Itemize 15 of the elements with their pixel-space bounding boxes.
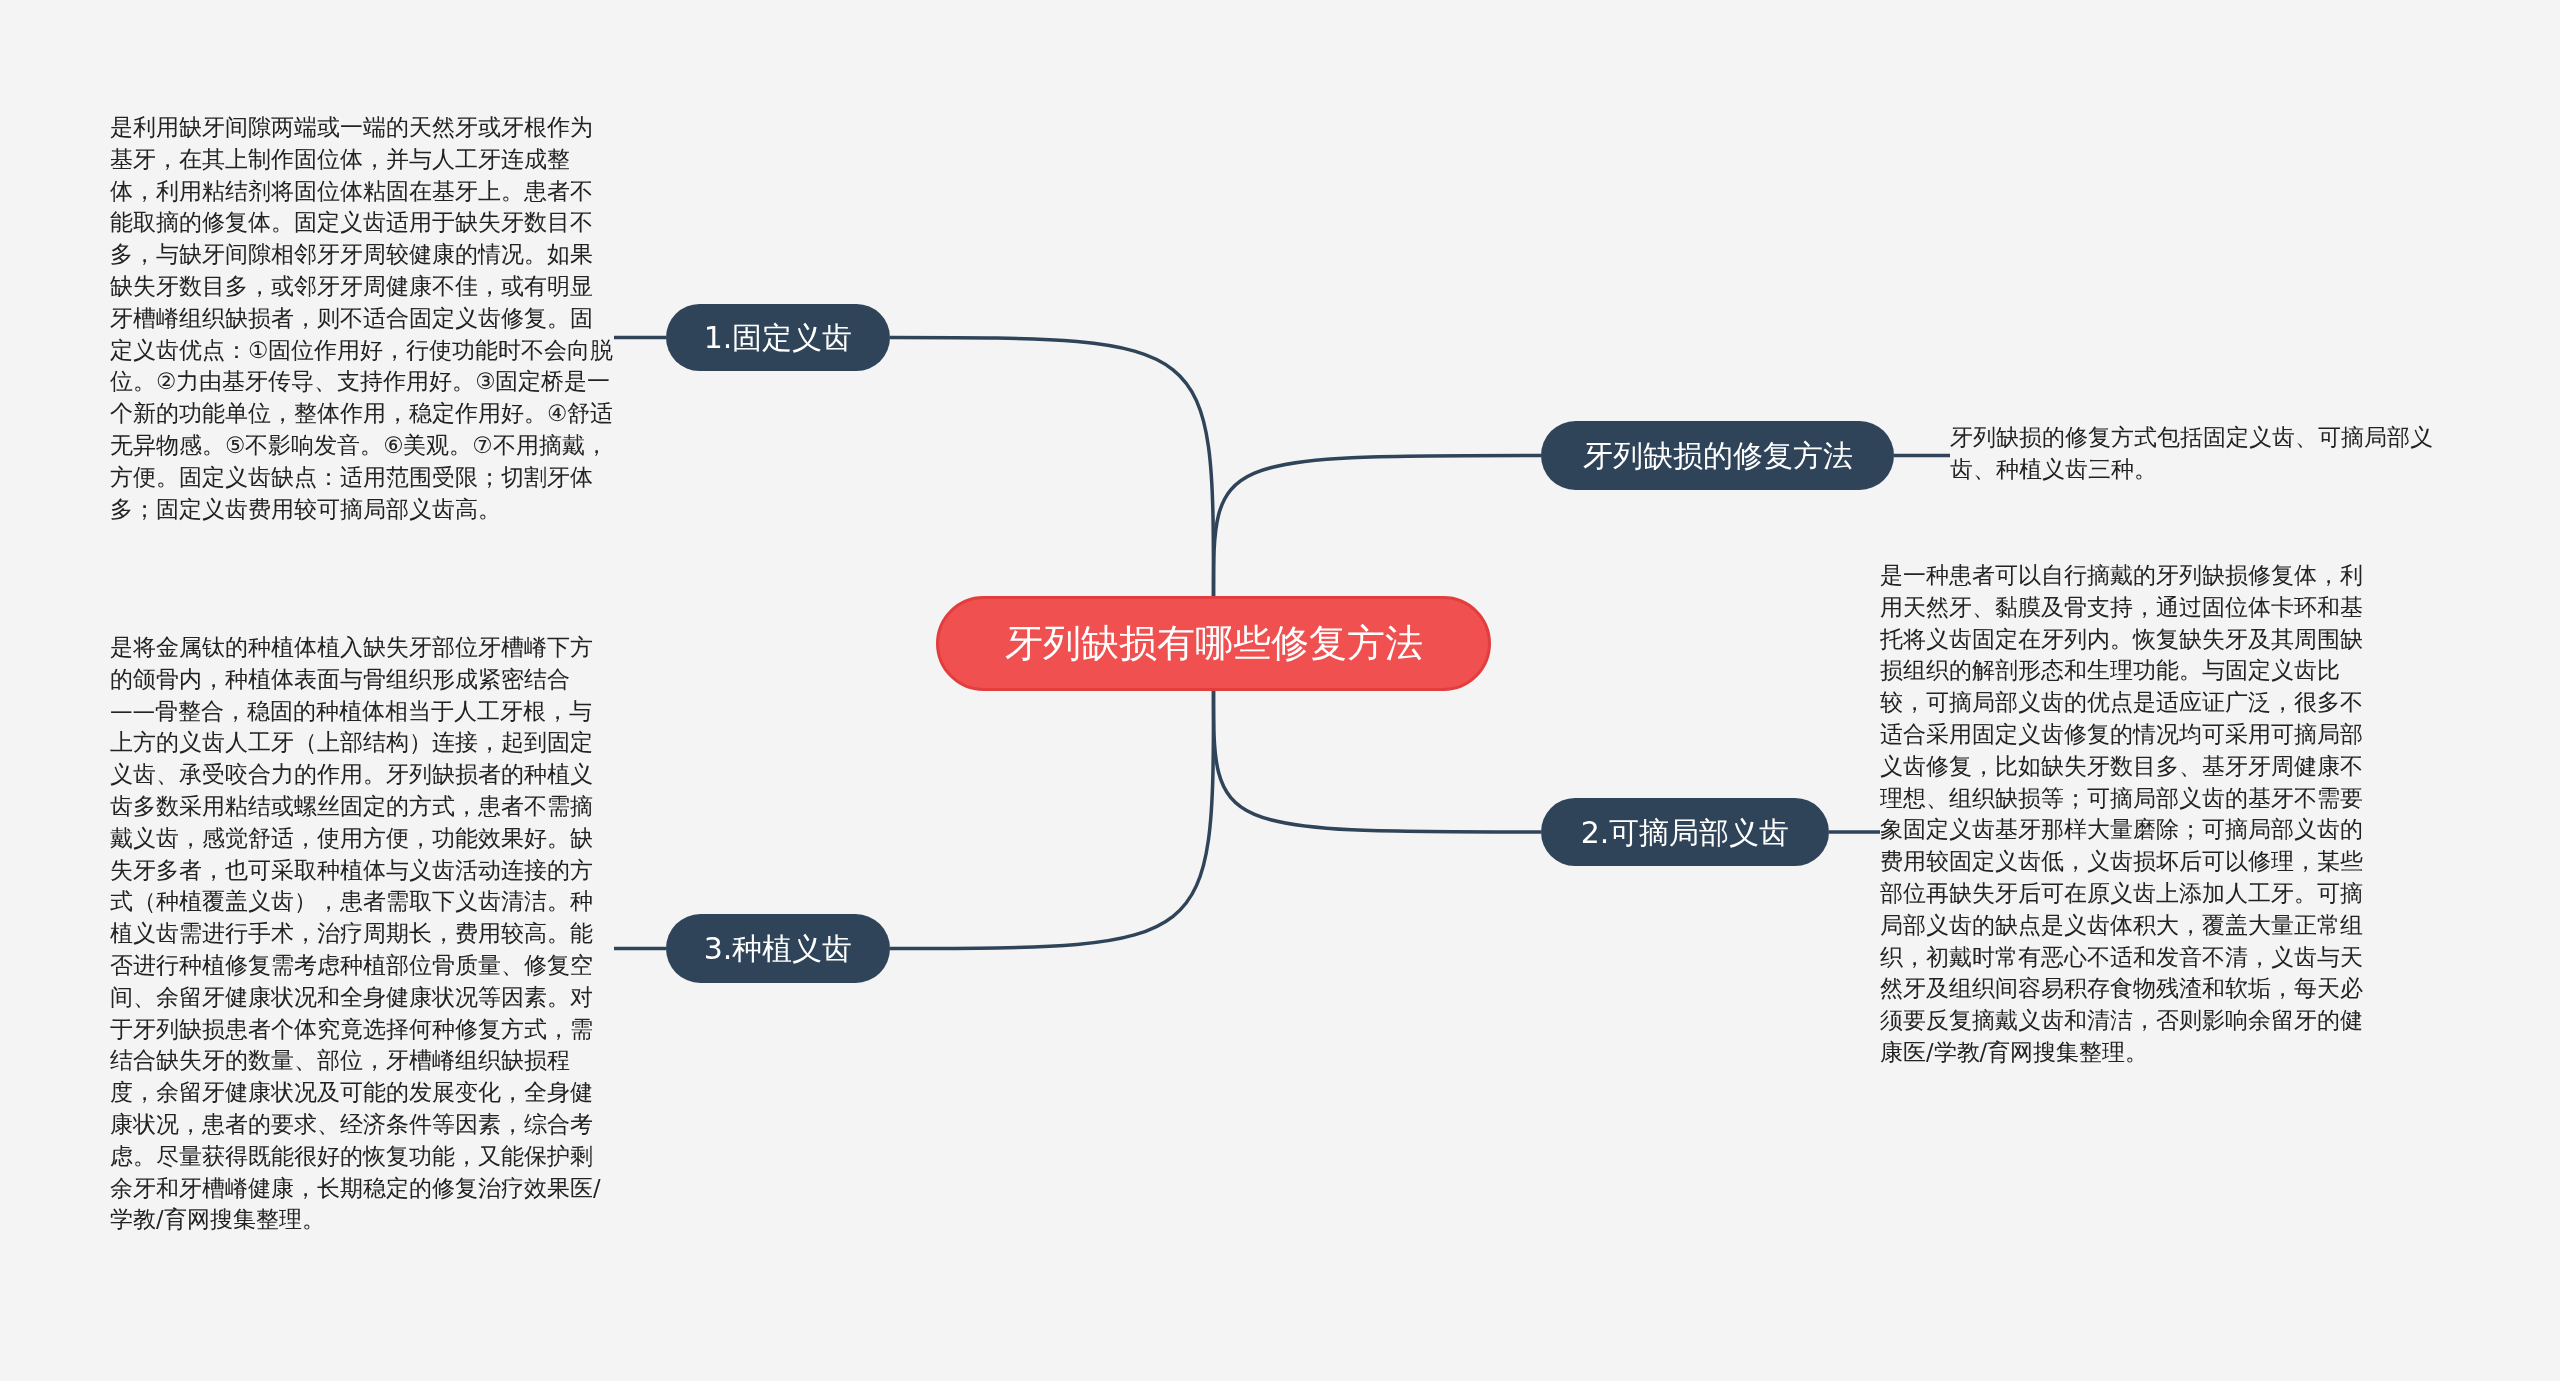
connector-line — [1894, 453, 1950, 458]
topic-pill: 牙列缺损的修复方法 — [1541, 421, 1894, 490]
note-text: 是利用缺牙间隙两端或一端的天然牙或牙根作为基牙，在其上制作固位体，并与人工牙连成整体，利用粘结剂将固位体粘固在基牙上。患者不能取摘的修复体。固定义齿适用于缺失牙数目不多，与缺牙间隙相邻牙牙周较健康的情况。如果缺失牙数目多，或邻牙牙周健康不佳，或有明显牙槽嵴组织缺损者，则不适合固定义齿修复。固定义齿优点：①固位作用好，行使功能时不会向脱位。②力由基牙传导、支持作用好。③固定桥是一个新的功能单位，整体作用，稳定作用好。④舒适无异物感。⑤不影响发音。⑥美观。⑦不用摘戴，方便。固定义齿缺点：适用范围受限；切割牙体多；固定义齿费用较可摘局部义齿高。 — [110, 112, 614, 564]
topic-pill: 3.种植义齿 — [666, 914, 890, 983]
note-text: 牙列缺损的修复方式包括固定义齿、可摘局部义齿、种植义齿三种。 — [1950, 422, 2460, 492]
connector-line — [1211, 453, 1541, 596]
note-text: 是将金属钛的种植体植入缺失牙部位牙槽嵴下方的颌骨内，种植体表面与骨组织形成紧密结合——骨整合，稳固的种植体相当于人工牙根，与上方的义齿人工牙（上部结构）连接，起到固定义齿、承受咬合力的作用。牙列缺损者的种植义齿多数采用粘结或螺丝固定的方式，患者不需摘戴义齿，感觉舒适，使用方便，功能效果好。缺失牙多者，也可采取种植体与义齿活动连接的方式（种植覆盖义齿），患者需取下义齿清洁。种植义齿需进行手术，治疗周期长，费用较高。能否进行种植修复需考虑种植部位骨质量、修复空间、余留牙健康状况和全身健康状况等因素。对于牙列缺损患者个体究竟选择何种修复方式，需结合缺失牙的数量、部位，牙槽嵴组织缺损程度，余留牙健康状况及可能的发展变化，全身健康状况，患者的要求、经济条件等因素，综合考虑。尽量获得既能很好的恢复功能，又能保护剩余牙和牙槽嵴健康，长期稳定的修复治疗效果医/学教/育网搜集整理。 — [110, 632, 614, 1272]
topic-pill: 2.可摘局部义齿 — [1541, 798, 1829, 866]
connector-line — [614, 946, 666, 951]
connector-line — [890, 691, 1216, 951]
central-topic: 牙列缺损有哪些修复方法 — [936, 596, 1491, 691]
note-text: 是一种患者可以自行摘戴的牙列缺损修复体，利用天然牙、黏膜及骨支持，通过固位体卡环和基托将义齿固定在牙列内。恢复缺失牙及其周围缺损组织的解剖形态和生理功能。与固定义齿比较，可摘局部义齿的优点是适应证广泛，很多不适合采用固定义齿修复的情况均可采用可摘局部义齿修复，比如缺失牙数目多、基牙牙周健康不理想、组织缺损等；可摘局部义齿的基牙不需要象固定义齿基牙那样大量磨除；可摘局部义齿的费用较固定义齿低，义齿损坏后可以修理，某些部位再缺失牙后可在原义齿上添加人工牙。可摘局部义齿的缺点是义齿体积大，覆盖大量正常组织，初戴时常有恶心不适和发音不清，义齿与天然牙及组织间容易积存食物残渣和软垢，每天必须要反复摘戴义齿和清洁，否则影响余留牙的健康医/学教/育网搜集整理。 — [1880, 560, 2384, 1106]
connector-line — [614, 335, 666, 340]
connector-line — [1829, 830, 1880, 834]
topic-pill: 1.固定义齿 — [666, 304, 890, 371]
